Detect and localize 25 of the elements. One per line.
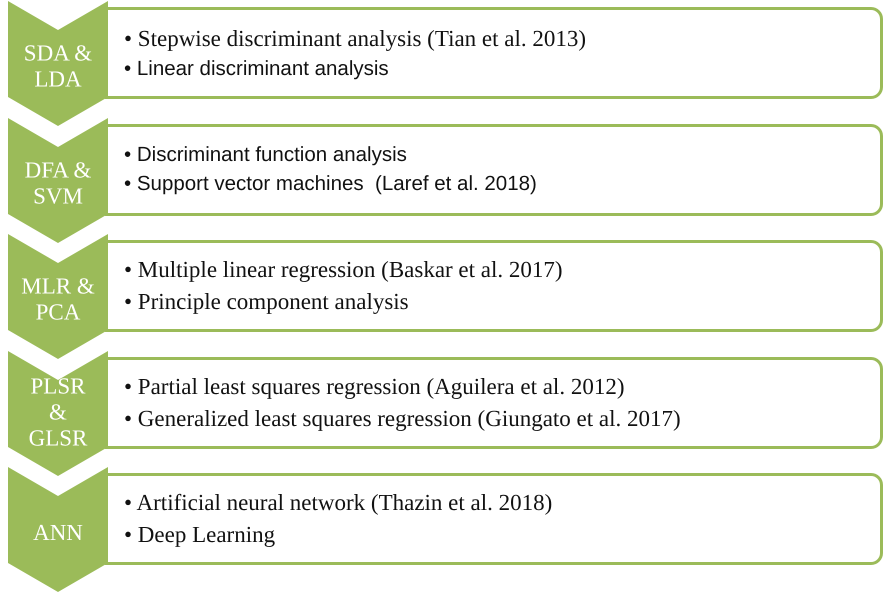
bullet-item: • Linear discriminant analysis — [124, 56, 390, 82]
text-panel — [105, 124, 883, 216]
chevron-label: DFA & SVM — [24, 157, 92, 210]
text-panel — [105, 7, 883, 99]
bullet-item: • Artificial neural network (Thazin et al. 2018) — [124, 489, 552, 518]
chevron-shape — [8, 118, 108, 242]
chevron-shape — [8, 350, 108, 476]
bullet-item: • Discriminant function analysis — [124, 142, 408, 168]
bullet-item: • Multiple linear regression (Baskar et al. 2017) — [124, 256, 563, 284]
text-panel — [105, 473, 883, 565]
chevron-label: MLR & PCA — [20, 274, 96, 326]
chevron-label: PLSR & GLSR — [28, 372, 88, 452]
bullet-item: • Stepwise discriminant analysis (Tian et al. 2013) — [124, 24, 586, 53]
chevron-label: ANN — [32, 520, 84, 546]
text-panel — [105, 356, 883, 448]
chevron-shape — [8, 234, 108, 359]
bullet-item: • Deep Learning — [124, 521, 276, 549]
bullet-item: • Principle component analysis — [124, 288, 410, 316]
bullet-item: • Support vector machines (Laref et al. 2018) — [124, 170, 537, 196]
bullet-item: • Generalized least squares regression (Giungato et al. 2017) — [124, 404, 681, 433]
text-panel — [105, 240, 883, 332]
chevron-label: SDA & LDA — [22, 40, 94, 94]
bullet-item: • Partial least squares regression (Aguilera et al. 2012) — [124, 372, 626, 401]
chevron-shape — [8, 467, 108, 592]
chevron-shape — [8, 1, 108, 126]
